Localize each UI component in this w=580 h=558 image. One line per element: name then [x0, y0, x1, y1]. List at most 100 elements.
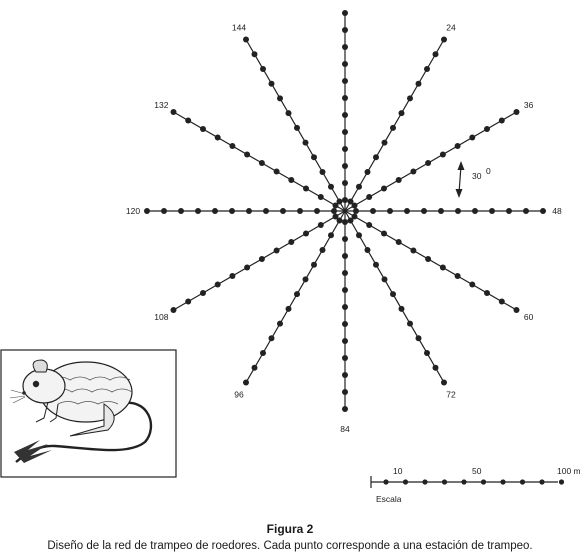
trap-station [332, 213, 339, 220]
trap-station [484, 126, 490, 132]
trap-station [342, 372, 348, 378]
trap-station [243, 36, 249, 43]
trap-station [195, 208, 201, 214]
trap-station [441, 36, 447, 43]
ray-144 [243, 36, 346, 212]
trap-station [424, 350, 430, 356]
trap-station [351, 213, 358, 220]
trap-station [425, 256, 432, 262]
trap-station [302, 139, 309, 146]
trap-station [540, 208, 546, 214]
trap-station [251, 51, 258, 58]
trap-station [273, 247, 280, 254]
trap-station [342, 112, 348, 118]
ray-84 [342, 211, 348, 412]
trap-station [398, 110, 405, 117]
ray-120 [144, 208, 345, 214]
trap-station [268, 335, 275, 342]
scale-label: Escala [376, 494, 402, 504]
trap-station [303, 185, 309, 192]
scale-station [383, 479, 389, 485]
trap-station [332, 202, 339, 209]
ray-label-36: 36 [524, 100, 534, 110]
ray-label-120: 120 [126, 206, 140, 216]
trap-station [273, 168, 280, 175]
trap-station [432, 51, 439, 58]
trap-station [381, 139, 388, 146]
trap-station [260, 66, 266, 72]
trap-station [513, 109, 520, 115]
trap-station [170, 109, 177, 115]
trap-station [390, 124, 396, 131]
trap-station [185, 117, 192, 124]
ray-label-84: 84 [340, 424, 350, 434]
trap-station [381, 185, 387, 192]
trap-station [472, 208, 478, 214]
trap-station [303, 230, 309, 237]
trap-station [229, 143, 236, 149]
trap-station [258, 160, 265, 166]
trap-station [319, 169, 326, 175]
trap-station [342, 197, 348, 203]
trap-station [381, 276, 388, 283]
trap-station [424, 66, 430, 72]
trap-station [356, 183, 362, 190]
trap-station [347, 198, 354, 205]
trap-station [212, 208, 218, 214]
trap-station [288, 239, 295, 245]
trap-station [342, 163, 348, 169]
trap-station [311, 154, 317, 161]
scale-station [519, 479, 526, 485]
trap-station [342, 355, 348, 361]
trap-station [439, 151, 446, 158]
trap-station [277, 320, 283, 327]
ray-label-132: 132 [154, 100, 168, 110]
scale-stations [383, 479, 565, 485]
trap-station [342, 253, 348, 259]
trap-station [258, 256, 265, 262]
trap-station [469, 281, 476, 288]
trap-station [484, 290, 490, 296]
trap-station [342, 236, 348, 242]
trap-station [285, 305, 292, 312]
trap-station [439, 264, 446, 271]
ray-label-24: 24 [446, 22, 456, 32]
trap-station [214, 281, 221, 288]
angle-unit: 0 [486, 166, 491, 176]
scale-tick-50: 50 [472, 466, 482, 476]
ray-label-60: 60 [524, 312, 534, 322]
trap-station [342, 270, 348, 276]
trap-station [317, 194, 324, 200]
trap-station [342, 44, 348, 50]
ray-132 [170, 109, 346, 212]
trap-station [421, 208, 427, 214]
trap-station [469, 134, 476, 141]
kangaroo-rat-illustration [0, 349, 177, 478]
trap-station [263, 208, 269, 214]
trap-station [342, 61, 348, 67]
ray-60 [344, 210, 520, 313]
trap-station [454, 273, 461, 279]
trap-station [342, 78, 348, 84]
scale-station [558, 479, 565, 485]
trap-station [178, 208, 184, 214]
trap-station [342, 27, 348, 33]
ray-36 [344, 109, 520, 212]
trap-station [506, 208, 512, 214]
trap-station [404, 208, 410, 214]
trap-station [244, 264, 251, 271]
scale-station [461, 479, 467, 485]
trap-station [390, 291, 396, 298]
trap-station [410, 247, 417, 254]
trap-station [342, 95, 348, 101]
trap-station [351, 202, 358, 209]
trap-station [342, 129, 348, 135]
trap-station [407, 320, 413, 327]
scale-station [402, 479, 409, 485]
scale-station [441, 479, 448, 485]
figure-title: Figura 2 [266, 522, 314, 536]
trap-station [214, 134, 221, 141]
trap-station [328, 232, 334, 239]
trap-station [280, 208, 286, 214]
trap-station [302, 276, 309, 283]
